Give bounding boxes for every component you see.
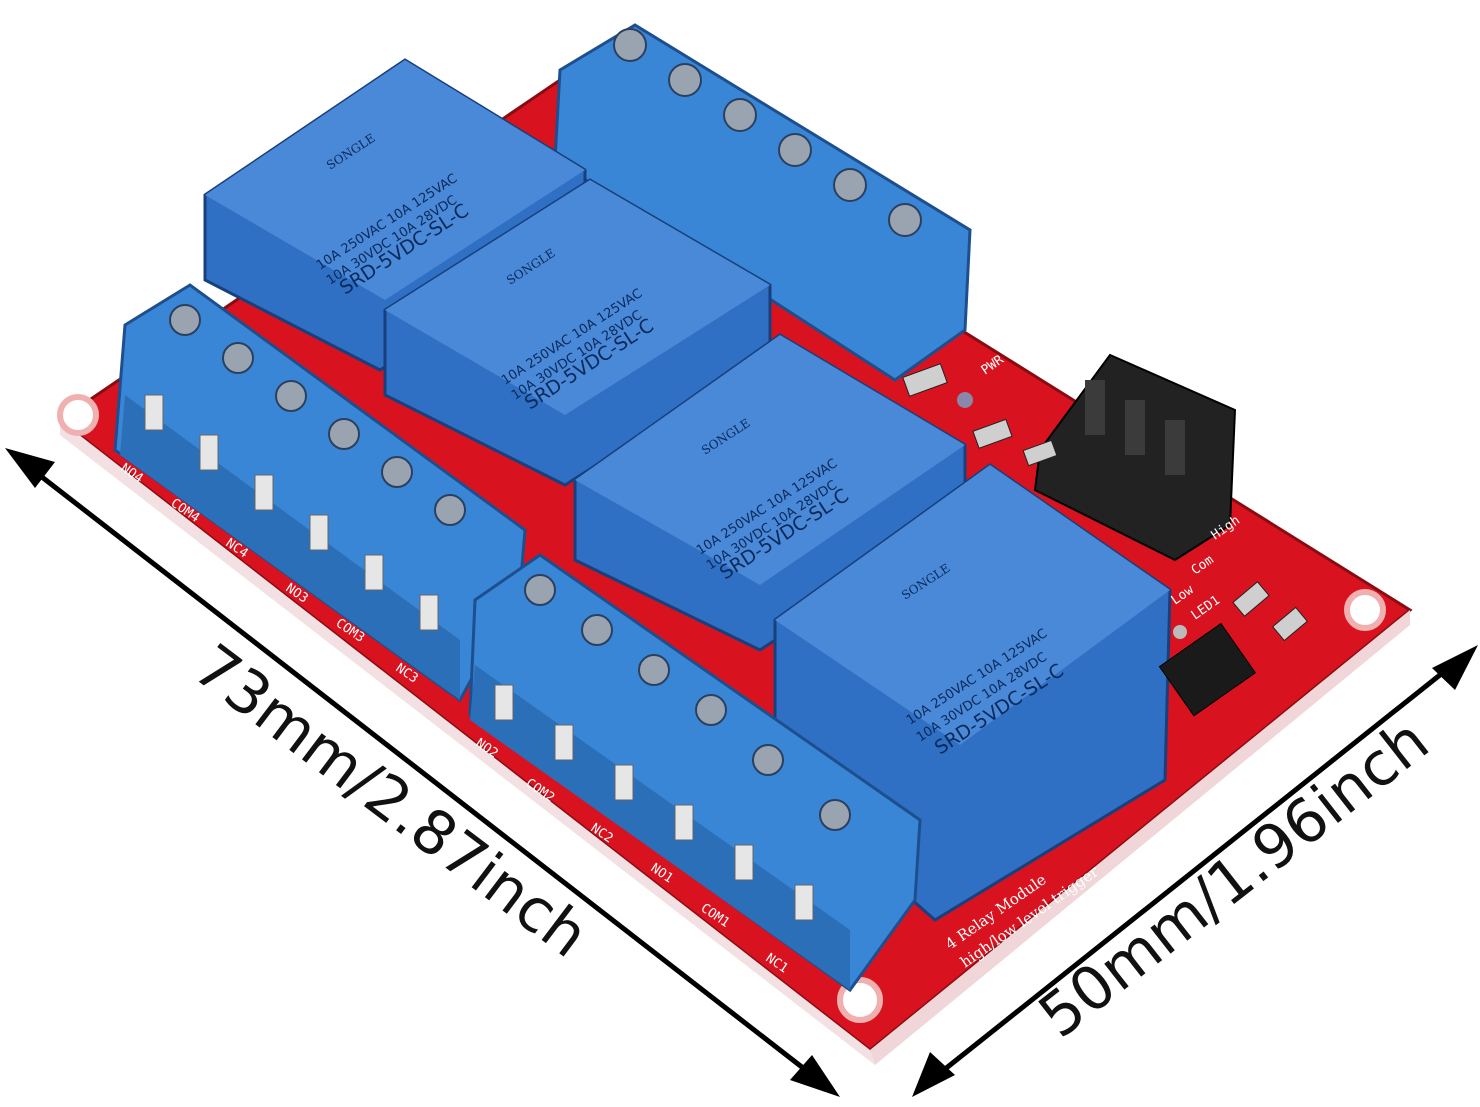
mount-hole xyxy=(57,394,99,436)
smd-components xyxy=(902,363,1308,717)
terminal-block-right xyxy=(468,553,922,993)
terminal-block-left xyxy=(113,283,527,703)
width-dimension-arrow xyxy=(912,645,1478,1097)
terminal-block-top xyxy=(553,23,972,382)
jumper-header xyxy=(1033,353,1237,562)
mount-hole xyxy=(1344,589,1386,631)
relay-3: SRD-5VDC-SL-C 10A 250VAC 10A 125VAC 10A … xyxy=(383,178,772,487)
length-dimension-arrow xyxy=(5,448,840,1097)
